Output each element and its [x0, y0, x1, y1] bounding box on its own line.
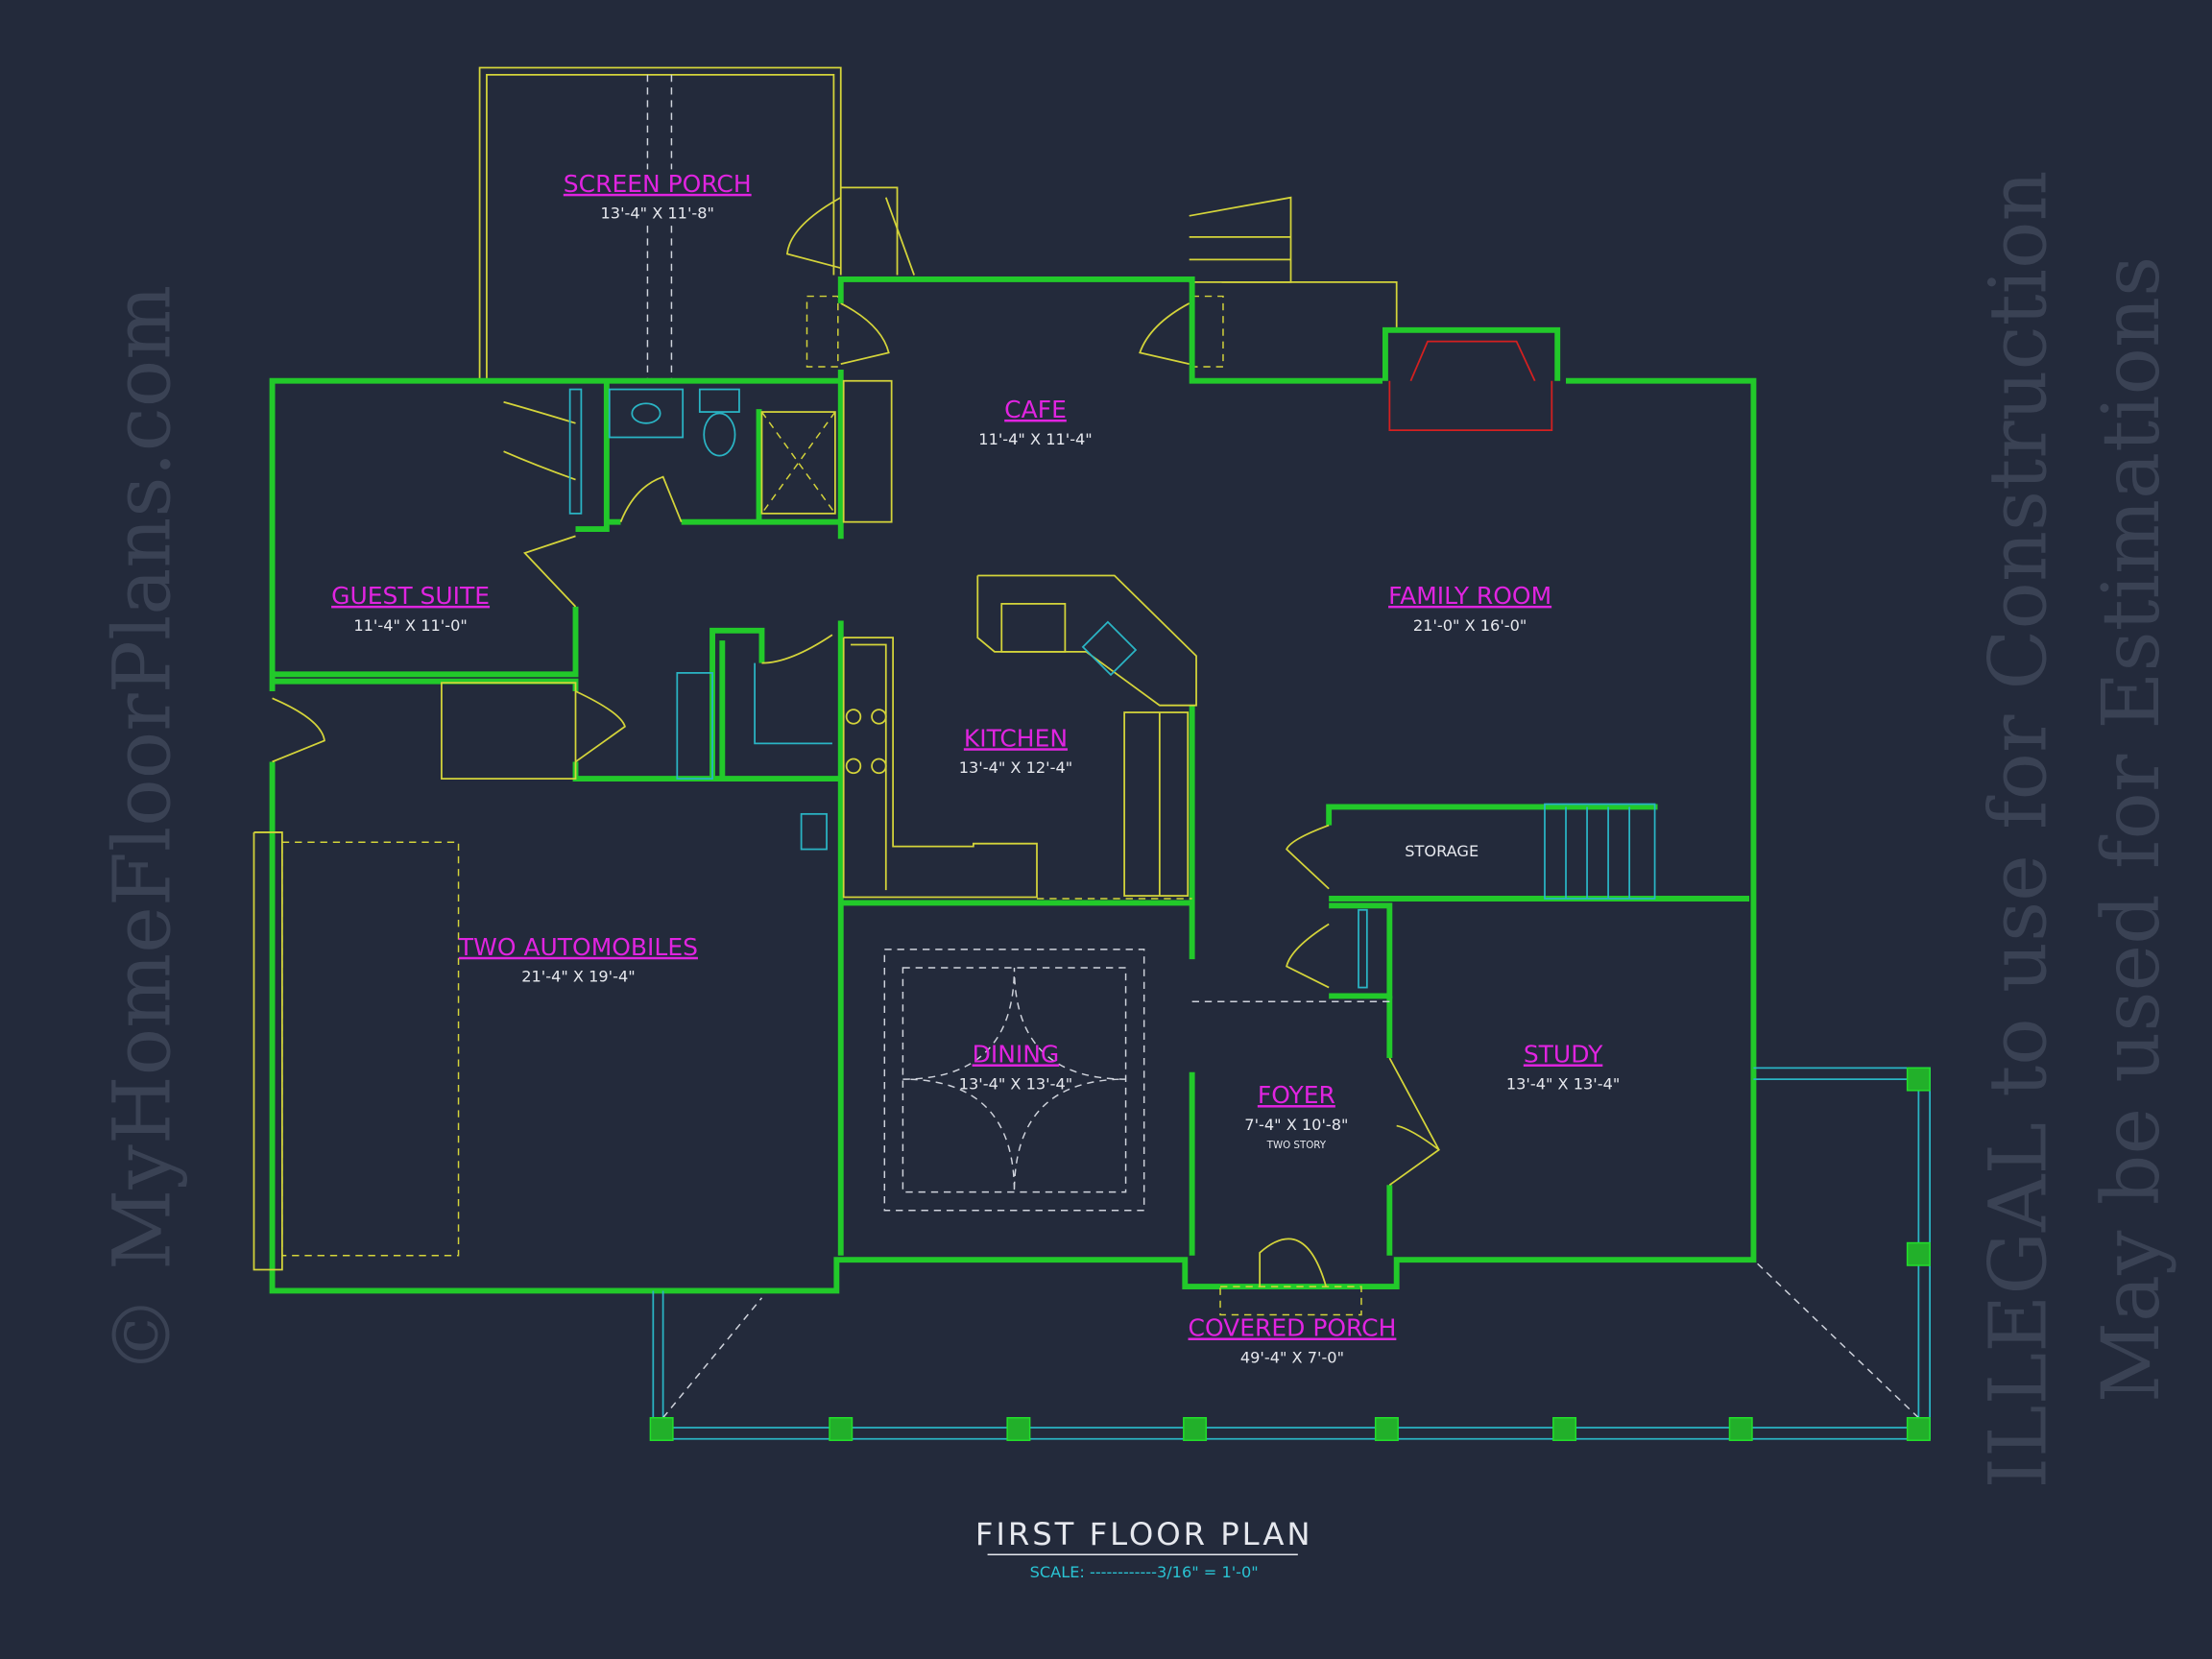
room-label-guest-suite: GUEST SUITE 11'-4" X 11'-0"	[331, 582, 490, 635]
room-dimensions: 49'-4" X 7'-0"	[1240, 1348, 1344, 1366]
watermark-line-2: ILLEGAL to use for Construction	[1974, 171, 2065, 1489]
room-label-kitchen: KITCHEN 13'-4" X 12'-4"	[959, 724, 1072, 777]
room-dimensions: 11'-4" X 11'-4"	[978, 430, 1092, 448]
watermark-line-1: © MyHomeFloorPlans.com	[97, 285, 188, 1375]
room-dimensions: 11'-4" X 11'-0"	[353, 616, 467, 635]
room-label-dining: DINING 13'-4" X 13'-4"	[959, 1040, 1072, 1093]
fireplace	[1382, 326, 1561, 432]
room-name: GUEST SUITE	[331, 582, 490, 610]
room-label-study: STUDY 13'-4" X 13'-4"	[1506, 1040, 1620, 1093]
room-label-family-room: FAMILY ROOM 21'-0" X 16'-0"	[1388, 582, 1551, 635]
watermark-line-3: May be used for Estimations	[2086, 256, 2177, 1403]
room-dimensions: 13'-4" X 13'-4"	[959, 1074, 1072, 1093]
room-dimensions: 13'-4" X 12'-4"	[959, 758, 1072, 777]
plan-scale: SCALE: ------------3/16" = 1'-0"	[1030, 1563, 1259, 1581]
room-name: KITCHEN	[964, 724, 1068, 752]
walls	[269, 276, 1757, 1294]
room-name: FAMILY ROOM	[1388, 582, 1551, 610]
room-dimensions: 21'-0" X 16'-0"	[1413, 616, 1527, 635]
room-name: COVERED PORCH	[1189, 1314, 1397, 1342]
screen-porch-outline	[478, 66, 842, 381]
watermark: © MyHomeFloorPlans.com ILLEGAL to use fo…	[97, 171, 2177, 1489]
room-dimensions: 13'-4" X 11'-8"	[601, 204, 714, 223]
room-name: TWO AUTOMOBILES	[458, 933, 698, 961]
room-label-garage: TWO AUTOMOBILES 21'-4" X 19'-4"	[458, 933, 698, 986]
room-note: TWO STORY	[1266, 1140, 1327, 1151]
room-label-screen-porch: SCREEN PORCH 13'-4" X 11'-8"	[564, 170, 752, 223]
room-dimensions: 21'-4" X 19'-4"	[521, 968, 635, 986]
fixtures	[252, 379, 1656, 1316]
plan-title: FIRST FLOOR PLAN	[975, 1516, 1313, 1552]
room-label-covered-porch: COVERED PORCH 49'-4" X 7'-0"	[1189, 1314, 1397, 1367]
room-name: SCREEN PORCH	[564, 170, 752, 198]
room-name: DINING	[973, 1040, 1060, 1068]
plan-title-block: FIRST FLOOR PLAN SCALE: ------------3/16…	[975, 1516, 1313, 1581]
room-label-storage: STORAGE	[1405, 842, 1479, 860]
room-label-cafe: CAFE 11'-4" X 11'-4"	[978, 396, 1092, 448]
room-dimensions: 7'-4" X 10'-8"	[1244, 1116, 1348, 1134]
room-label-foyer: FOYER 7'-4" X 10'-8" TWO STORY	[1244, 1081, 1348, 1151]
room-name: FOYER	[1258, 1081, 1335, 1109]
room-name: CAFE	[1004, 396, 1067, 423]
room-name: STUDY	[1524, 1040, 1603, 1068]
steps	[785, 186, 1398, 368]
covered-porch-outline	[649, 1067, 1932, 1441]
room-dimensions: 13'-4" X 13'-4"	[1506, 1074, 1620, 1093]
